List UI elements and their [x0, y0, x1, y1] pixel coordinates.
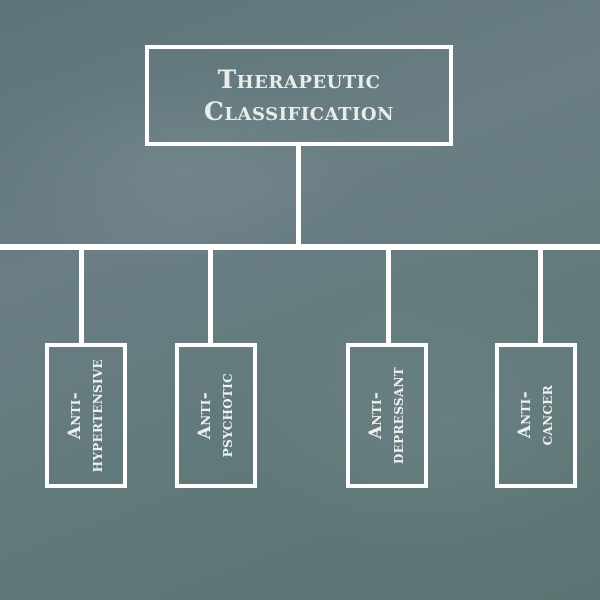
branch-connector-anticancer	[538, 249, 543, 344]
branch-connector-antidepressant	[386, 249, 391, 344]
child-node-label: Anti- cancer	[514, 385, 558, 445]
child-node-label: Anti- hypertensive	[64, 359, 108, 472]
child-label-line-1: Anti-	[515, 391, 535, 440]
branch-connector-antipsychotic	[208, 249, 213, 344]
branch-connector-antihypertensive	[79, 249, 84, 344]
child-node-antihypertensive: Anti- hypertensive	[45, 343, 127, 488]
child-label-line-2: depressant	[388, 367, 408, 464]
root-node-label: Therapeutic Classification	[204, 64, 394, 128]
child-label-line-1: Anti-	[366, 391, 386, 440]
child-node-anticancer: Anti- cancer	[495, 343, 577, 488]
child-label-line-2: psychotic	[217, 373, 237, 458]
child-label-line-1: Anti-	[195, 391, 215, 440]
root-node-therapeutic-classification: Therapeutic Classification	[145, 45, 453, 146]
child-node-label: Anti- depressant	[365, 367, 409, 464]
child-node-label: Anti- psychotic	[194, 373, 238, 457]
horizontal-bus-connector	[0, 244, 600, 250]
root-label-line-1: Therapeutic	[217, 64, 381, 94]
child-node-antidepressant: Anti- depressant	[346, 343, 428, 488]
child-node-antipsychotic: Anti- psychotic	[175, 343, 257, 488]
child-label-line-2: cancer	[537, 385, 557, 446]
root-label-line-2: Classification	[204, 96, 394, 126]
child-label-line-1: Anti-	[65, 391, 85, 440]
child-label-line-2: hypertensive	[87, 358, 107, 473]
root-stem-connector	[296, 145, 301, 247]
